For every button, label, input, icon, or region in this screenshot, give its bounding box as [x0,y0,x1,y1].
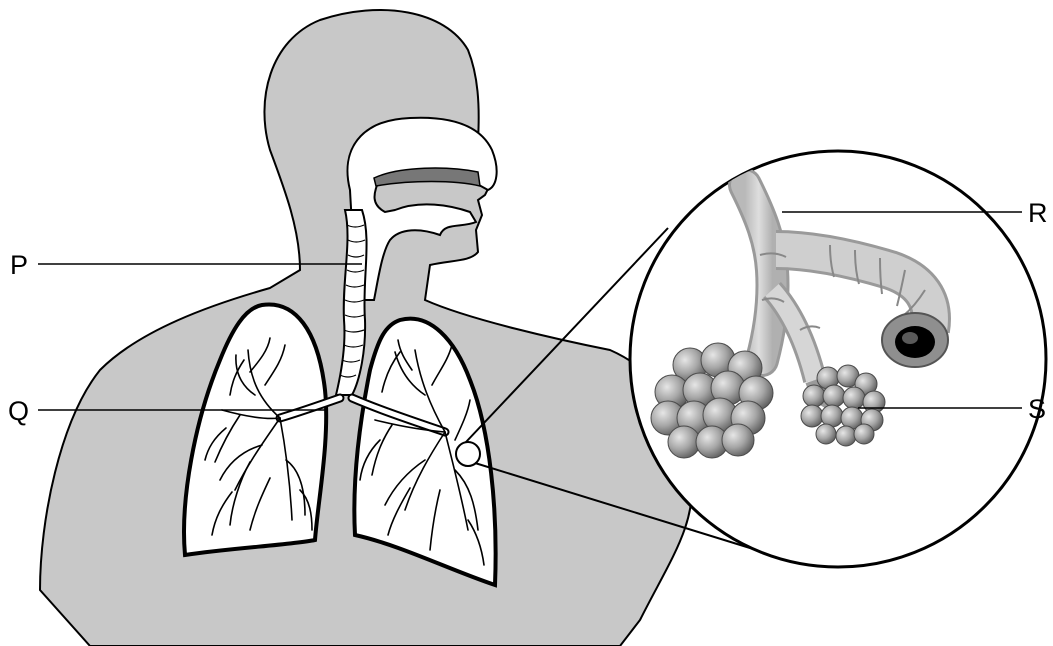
label-q: Q [8,396,29,426]
label-r: R [1028,198,1048,228]
magnified-view [630,151,1046,567]
label-p: P [10,250,28,280]
label-s: S [1028,394,1046,424]
